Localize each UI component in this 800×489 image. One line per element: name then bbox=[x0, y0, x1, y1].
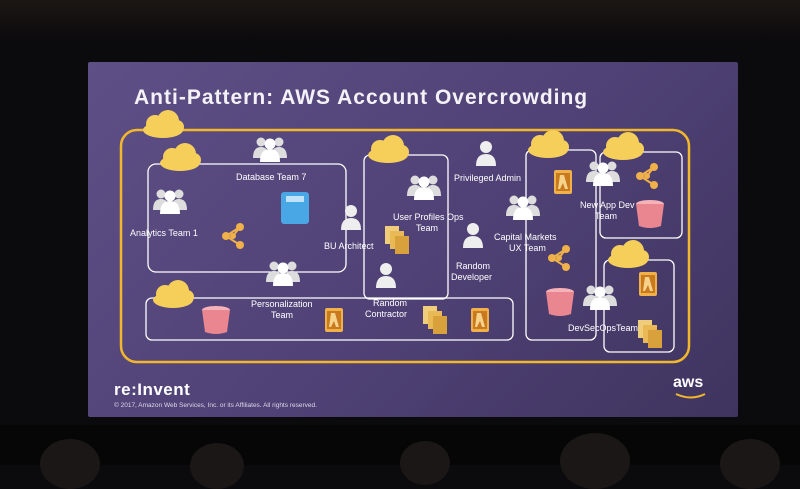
s3-bucket-icon bbox=[636, 200, 664, 228]
server-stack-icon bbox=[423, 306, 447, 334]
aws-logo: aws bbox=[673, 374, 704, 391]
audience-head bbox=[400, 441, 450, 485]
group-cloud-icon bbox=[608, 240, 649, 268]
database-team-icon bbox=[253, 137, 287, 162]
s3-bucket-icon bbox=[202, 306, 230, 334]
group-cloud-icon bbox=[160, 143, 201, 171]
bu-architect-label: BU Architect bbox=[324, 241, 374, 251]
privileged-admin-icon bbox=[476, 141, 496, 166]
account-cloud-icon bbox=[143, 110, 184, 138]
random-contractor-icon bbox=[376, 263, 396, 288]
presentation-slide: Anti-Pattern: AWS Account Overcrowding bbox=[88, 62, 738, 417]
server-stack-icon bbox=[385, 226, 409, 254]
step-functions-icon bbox=[221, 222, 245, 250]
new-app-dev-label-line1: New App Dev bbox=[580, 200, 635, 210]
step-functions-icon bbox=[635, 162, 659, 190]
group-cloud-icon bbox=[368, 135, 409, 163]
lambda-icon bbox=[639, 272, 657, 296]
group-cloud-icon bbox=[153, 280, 194, 308]
user-profiles-label-line2: Team bbox=[416, 223, 439, 233]
reinvent-logo: re:Invent bbox=[114, 380, 191, 399]
new-app-dev-label-line2: Team bbox=[595, 211, 618, 221]
bu-architect-icon bbox=[341, 205, 361, 230]
capital-markets-label-line1: Capital Markets bbox=[494, 232, 557, 242]
audience-area bbox=[0, 425, 800, 489]
aws-smile-icon bbox=[675, 393, 706, 399]
lambda-icon bbox=[471, 308, 489, 332]
devsecops-team-icon bbox=[583, 285, 617, 310]
audience-head bbox=[720, 439, 780, 489]
capital-markets-team-icon bbox=[506, 195, 540, 220]
audience-head bbox=[40, 439, 100, 489]
database-team-label: Database Team 7 bbox=[236, 172, 307, 182]
random-developer-label-line2: Developer bbox=[451, 272, 493, 282]
analytics-team-label: Analytics Team 1 bbox=[130, 228, 198, 238]
random-contractor-label-line2: Contractor bbox=[365, 309, 408, 319]
random-developer-icon bbox=[463, 223, 483, 248]
user-profiles-team-icon bbox=[407, 175, 441, 200]
analytics-database-group bbox=[147, 163, 347, 273]
copyright-text: © 2017, Amazon Web Services, Inc. or its… bbox=[114, 402, 317, 409]
group-cloud-icon bbox=[528, 130, 569, 158]
lambda-icon bbox=[325, 308, 343, 332]
group-cloud-icon bbox=[603, 132, 644, 160]
account-boundary bbox=[119, 128, 691, 364]
lambda-icon bbox=[554, 170, 572, 194]
capital-markets-label-line2: UX Team bbox=[509, 243, 546, 253]
user-profiles-label-line1: User Profiles Ops bbox=[393, 212, 464, 222]
personalization-label-line2: Team bbox=[271, 310, 294, 320]
random-contractor-label-line1: Random bbox=[373, 298, 408, 308]
server-stack-icon bbox=[638, 320, 662, 348]
audience-head bbox=[190, 443, 244, 489]
slide-title: Anti-Pattern: AWS Account Overcrowding bbox=[134, 86, 589, 109]
random-developer-label-line1: Random bbox=[456, 261, 491, 271]
s3-bucket-icon bbox=[546, 288, 574, 316]
personalization-team-icon bbox=[266, 261, 300, 286]
step-functions-icon bbox=[547, 244, 571, 272]
audience-head bbox=[560, 433, 630, 489]
room-background bbox=[0, 0, 800, 40]
devsecops-label: DevSecOpsTeam bbox=[568, 323, 639, 333]
new-app-dev-team-icon bbox=[586, 161, 620, 186]
analytics-team-icon bbox=[153, 189, 187, 214]
personalization-label-line1: Personalization bbox=[251, 299, 313, 309]
privileged-admin-label: Privileged Admin bbox=[454, 173, 522, 183]
architecture-diagram bbox=[119, 110, 691, 364]
personalization-group bbox=[145, 297, 514, 341]
